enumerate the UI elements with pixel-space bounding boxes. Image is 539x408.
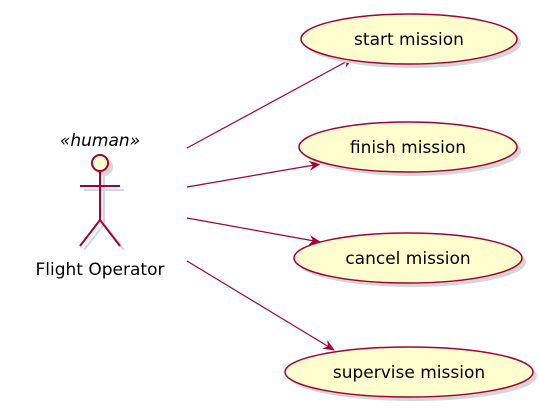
associations — [186, 57, 354, 351]
association-arrow-start — [186, 57, 354, 149]
use-case-start-mission: start mission — [300, 13, 521, 68]
actor: «human» Flight Operator — [36, 131, 165, 280]
actor-stereotype: «human» — [60, 131, 140, 151]
use-case-label: finish mission — [350, 138, 466, 158]
use-case-supervise-mission: supervise mission — [284, 346, 537, 401]
stick-figure-actor-icon — [79, 154, 125, 251]
association-arrow-cancel — [186, 217, 321, 245]
use-case-finish-mission: finish mission — [298, 121, 521, 176]
association-arrow-supervise — [186, 260, 335, 351]
association-arrow-finish — [186, 160, 321, 188]
use-case-cancel-mission: cancel mission — [293, 232, 526, 287]
actor-name: Flight Operator — [36, 260, 165, 280]
use-case-label: supervise mission — [333, 363, 485, 383]
use-case-label: cancel mission — [345, 249, 470, 269]
use-case-label: start mission — [354, 30, 464, 50]
